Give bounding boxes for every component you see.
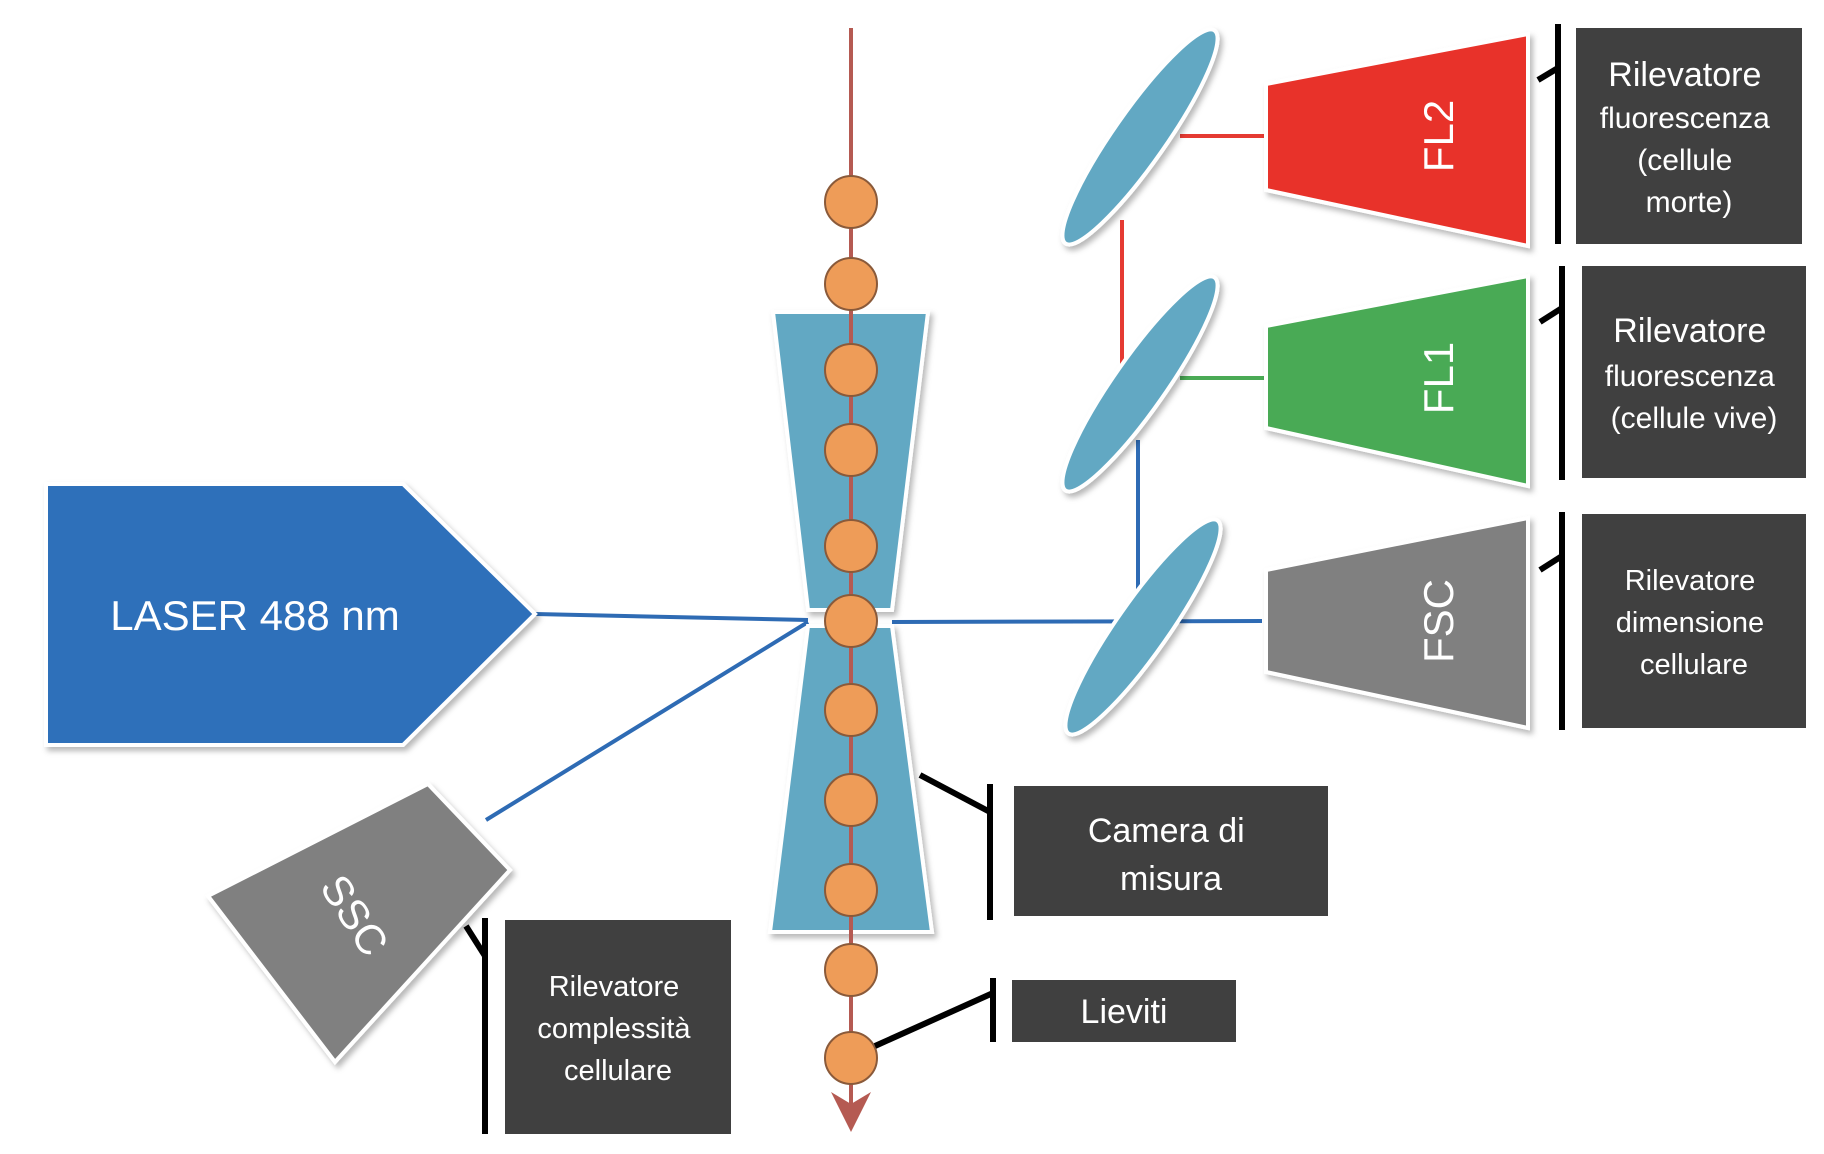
fsc-description-line: dimensione [1616,607,1764,639]
yeast-cell [824,773,878,827]
yeast-cell [824,343,878,397]
laser-beams [484,134,1264,822]
fsc-description: Rilevatore dimensione cellulare [1616,565,1772,681]
fl1-description-line: (cellule vive) [1611,402,1778,435]
yeast-cell [824,519,878,573]
fsc-detector [1264,515,1530,731]
chamber-description-line: Camera di [1088,812,1245,850]
dichroic-lens-top [1060,27,1220,247]
fl2-description: Rilevatore fluorescenza (cellule morte) [1600,56,1778,219]
beam-chamber-to-fsc [891,619,1263,624]
ssc-description: Rilevatore complessità cellulare [537,971,698,1087]
laser-label: LASER 488 nm [110,592,400,639]
yeast-cell [824,683,878,737]
fl2-description-line: (cellule [1637,144,1732,177]
yeast-cell [824,863,878,917]
yeast-cell [824,423,878,477]
fsc-detector-body [1264,515,1530,731]
fl2-detector-label: FL2 [1415,100,1462,172]
ssc-description-line: cellulare [564,1055,672,1087]
yeast-cell [824,1031,878,1085]
optical-elements [1060,27,1223,737]
label-box-fl1 [1582,266,1806,478]
label-box-chamber [1014,786,1328,916]
fl1-detector-label: FL1 [1415,342,1462,414]
yeast-cells [824,175,878,1085]
chamber-description-line: misura [1120,860,1222,898]
yeast-cell [824,175,878,229]
fl2-detector [1264,31,1530,249]
fl2-description-line: fluorescenza [1600,102,1770,135]
beam-laser-to-chamber [534,612,809,622]
yeast-description: Lieviti [1081,993,1168,1031]
fl1-description: Rilevatore fluorescenza (cellule vive) [1605,312,1783,435]
yeast-description-line: Lieviti [1081,993,1168,1031]
chamber-description: Camera di misura [1088,812,1254,898]
ssc-detector [204,781,513,1066]
laser-source [44,482,538,747]
fl1-detector [1264,273,1530,489]
fl2-description-line: Rilevatore [1608,56,1761,94]
ssc-description-line: complessità [537,1013,691,1045]
dichroic-lens-bottom [1063,517,1223,737]
label-box-ssc [505,920,731,1134]
dichroic-lens-middle [1060,274,1220,494]
fl1-description-line: Rilevatore [1613,312,1766,350]
fsc-detector-label: FSC [1415,579,1462,663]
label-box-fl2 [1576,28,1802,244]
laser-body [44,482,538,747]
fl2-detector-body [1264,31,1530,249]
label-box-fsc [1582,514,1806,728]
ssc-description-line: Rilevatore [549,971,680,1003]
beam-chamber-to-ssc [484,620,810,822]
yeast-cell [824,594,878,648]
fsc-description-line: Rilevatore [1625,565,1756,597]
ssc-detector-body [204,781,513,1066]
fl2-description-line: morte) [1646,186,1733,219]
fl1-detector-body [1264,273,1530,489]
label-connectors [463,24,1565,1134]
fsc-description-line: cellulare [1640,649,1748,681]
label-box-yeast [1012,980,1236,1042]
yeast-cell [824,943,878,997]
fl1-description-line: fluorescenza [1605,360,1775,393]
yeast-cell [824,257,878,311]
